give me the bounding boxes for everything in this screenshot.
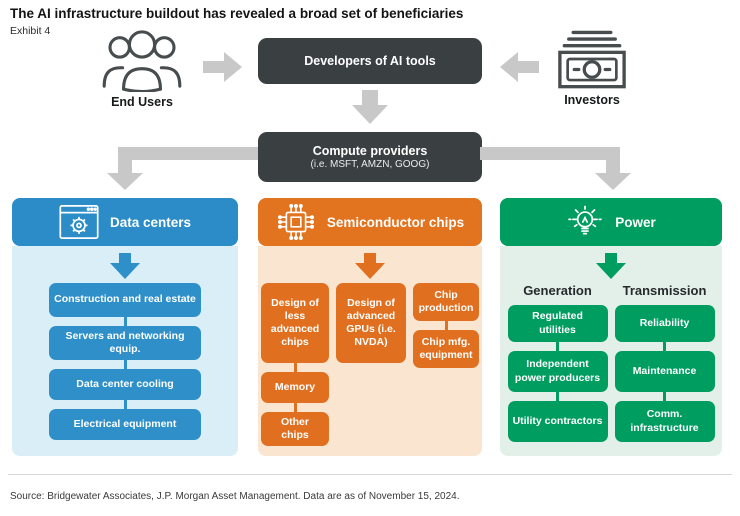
semi-column-less-advanced: Design of less advanced chips Memory Oth… (261, 283, 329, 447)
flow-node: Servers and networking equip. (49, 326, 201, 361)
lightbulb-icon (566, 203, 604, 241)
elbow-arrow-left-icon (106, 147, 258, 196)
connector (556, 392, 559, 401)
connector (444, 321, 448, 330)
compute-providers-label: Compute providers (312, 144, 428, 158)
power-header: Power (500, 198, 722, 246)
transmission-subheader: Transmission (622, 283, 707, 298)
semiconductor-chips-panel: Design of less advanced chips Memory Oth… (258, 246, 482, 456)
arrow-down-icon (350, 90, 390, 129)
end-users-label: End Users (111, 95, 173, 109)
connector (123, 360, 127, 370)
blue-down-arrow-icon (110, 253, 140, 279)
compute-providers-sublabel: (i.e. MSFT, AMZN, GOOG) (310, 159, 430, 170)
connector (556, 342, 559, 351)
flow-node: Construction and real estate (49, 283, 201, 317)
power-panel: Generation Transmission Regulated utilit… (500, 246, 722, 456)
flow-node: Memory (261, 372, 329, 403)
flow-node: Chip mfg. equipment (413, 330, 479, 368)
flow-node: Reliability (614, 305, 715, 342)
window-gear-icon (59, 205, 99, 239)
arrow-left-icon (499, 51, 539, 88)
semiconductor-chips-title: Semiconductor chips (326, 214, 465, 230)
connector (663, 342, 666, 351)
page-title: The AI infrastructure buildout has revea… (10, 6, 464, 21)
footer-divider (8, 474, 732, 475)
flow-node: Chip production (413, 283, 479, 321)
connector (123, 317, 127, 326)
investors-actor: Investors (532, 28, 652, 107)
flow-node: Design of less advanced chips (261, 283, 329, 363)
investors-label: Investors (564, 93, 620, 107)
orange-down-arrow-icon (355, 253, 385, 279)
power-title: Power (615, 214, 656, 230)
exhibit-label: Exhibit 4 (10, 25, 51, 37)
flow-node: Comm. infrastructure (614, 401, 715, 442)
semiconductor-chips-header: Semiconductor chips (258, 198, 482, 246)
green-down-arrow-icon (596, 253, 626, 279)
data-centers-title: Data centers (109, 214, 192, 230)
flow-node: Electrical equipment (49, 409, 201, 441)
flow-node: Design of advanced GPUs (i.e. NVDA) (336, 283, 406, 363)
banknote-icon (532, 28, 652, 90)
flow-node: Maintenance (614, 351, 715, 392)
data-centers-panel: Construction and real estate Servers and… (12, 246, 238, 456)
connector (293, 363, 297, 372)
semi-column-production: Chip production Chip mfg. equipment (413, 283, 479, 368)
source-note: Source: Bridgewater Associates, J.P. Mor… (10, 491, 460, 502)
arrow-right-icon (203, 51, 243, 88)
elbow-arrow-right-icon (480, 147, 632, 196)
generation-column: Regulated utilities Independent power pr… (507, 305, 608, 442)
developers-box: Developers of AI tools (258, 38, 482, 84)
chip-icon (276, 202, 316, 242)
flow-node: Regulated utilities (507, 305, 608, 342)
flow-node: Utility contractors (507, 401, 608, 442)
transmission-column: Reliability Maintenance Comm. infrastruc… (614, 305, 715, 442)
semi-column-advanced-gpus: Design of advanced GPUs (i.e. NVDA) (336, 283, 406, 363)
data-centers-header: Data centers (12, 198, 238, 246)
connector (123, 400, 127, 410)
people-group-icon (82, 28, 202, 92)
connector (293, 403, 297, 412)
connector (663, 392, 666, 401)
end-users-actor: End Users (82, 28, 202, 109)
flow-node: Data center cooling (49, 369, 201, 401)
flow-node: Independent power producers (507, 351, 608, 392)
flow-node: Other chips (261, 412, 329, 447)
generation-subheader: Generation (523, 283, 592, 298)
compute-providers-box: Compute providers (i.e. MSFT, AMZN, GOOG… (258, 132, 482, 182)
